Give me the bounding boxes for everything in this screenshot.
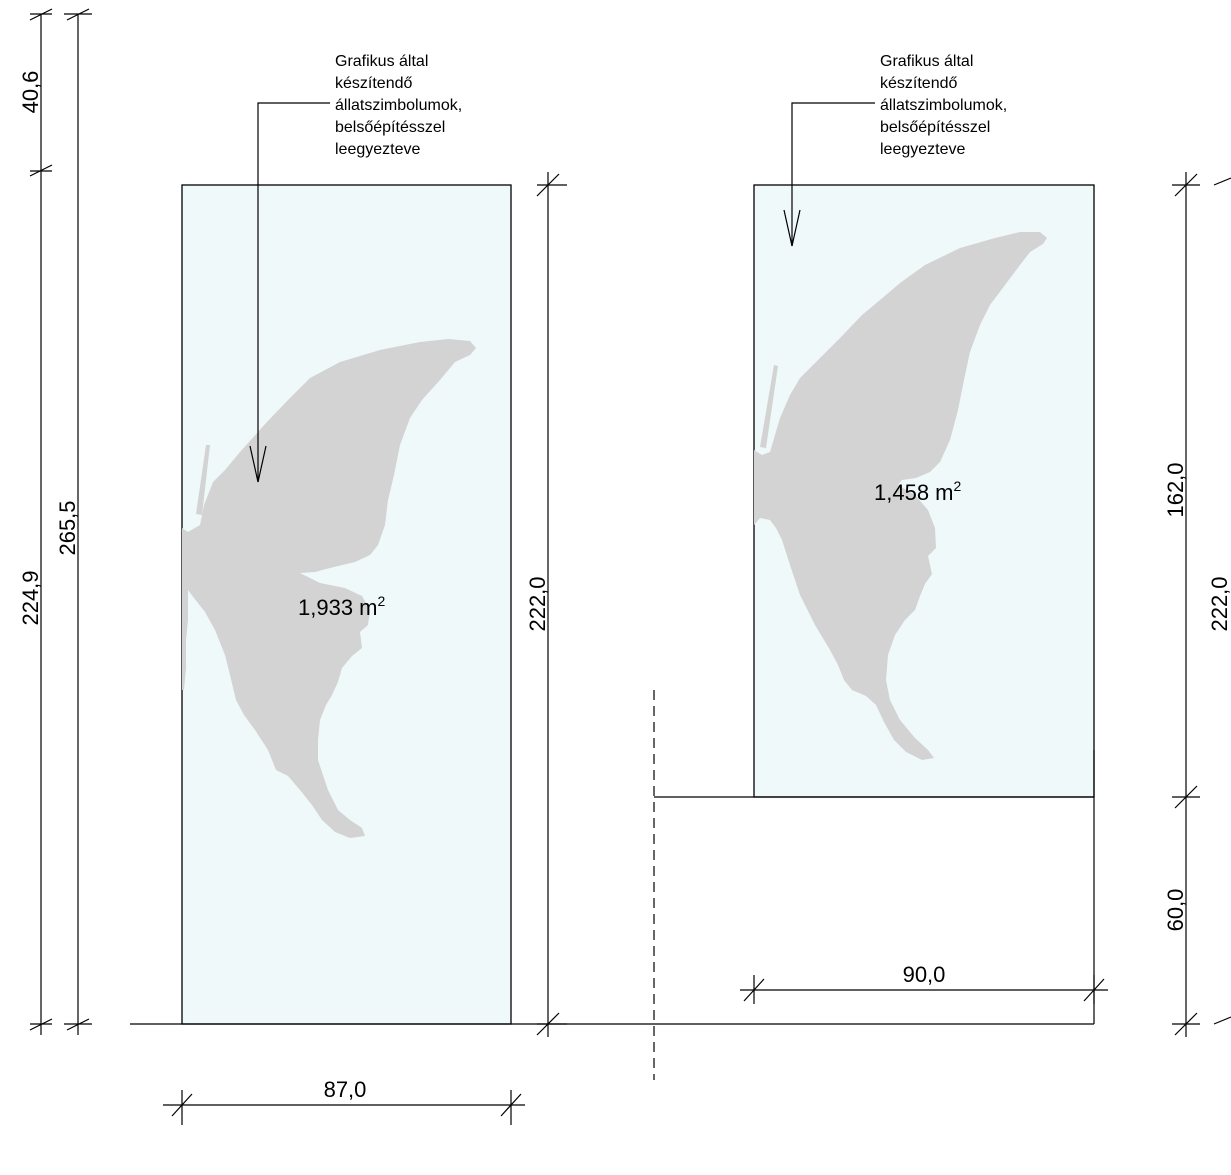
dimension-panel1-width: 87,0 xyxy=(163,1077,525,1125)
butterfly-antenna-right xyxy=(760,365,778,448)
dim-panel2-width: 90,0 xyxy=(903,962,946,987)
butterfly-silhouette-right xyxy=(754,232,1047,760)
note2-line3: állatszimbolumok, xyxy=(880,97,1007,114)
note2-line1: Grafikus által xyxy=(880,53,973,70)
dimension-chain-right: 162,0 60,0 222,0 xyxy=(1163,172,1231,1037)
dim-right-total: 222,0 xyxy=(1207,576,1231,631)
dim-panel1-width: 87,0 xyxy=(324,1077,367,1102)
dimension-panel2-width: 90,0 xyxy=(740,962,1108,1004)
dimension-panel1-height: 222,0 xyxy=(525,172,567,1037)
note1-line5: leegyezteve xyxy=(335,141,420,158)
glass-panel-left xyxy=(181,184,512,1025)
butterfly-silhouette-left xyxy=(182,339,476,838)
note1-line4: belsőépítésszel xyxy=(335,119,445,136)
dim-left-outer-bottom: 224,9 xyxy=(18,570,43,625)
note2-line2: készítendő xyxy=(880,75,957,92)
arrow-down-icon xyxy=(249,445,267,483)
dim-panel1-height: 222,0 xyxy=(525,576,550,631)
note1-line2: készítendő xyxy=(335,75,412,92)
arrow-down-icon xyxy=(783,209,801,247)
area-label-panel2: 1,458 m2 xyxy=(874,478,962,505)
leader-line-right xyxy=(791,102,875,246)
dim-left-total: 265,5 xyxy=(55,500,80,555)
note2-line4: belsőépítésszel xyxy=(880,119,990,136)
annotation-note-right: Grafikus által készítendő állatszimbolum… xyxy=(783,53,1007,247)
dim-right-upper: 162,0 xyxy=(1163,462,1188,517)
note1-line3: állatszimbolumok, xyxy=(335,97,462,114)
leader-line-left xyxy=(257,102,330,482)
glass-panel-right xyxy=(753,184,1095,798)
note2-line5: leegyezteve xyxy=(880,141,965,158)
area-label-panel1: 1,933 m2 xyxy=(298,593,386,620)
dimension-chain-left: 40,6 224,9 265,5 xyxy=(18,8,92,1035)
dim-right-lower: 60,0 xyxy=(1163,889,1188,932)
butterfly-antenna-left xyxy=(196,445,210,515)
note1-line1: Grafikus által xyxy=(335,53,428,70)
annotation-note-left: Grafikus által készítendő állatszimbolum… xyxy=(249,53,462,483)
dim-left-outer-top: 40,6 xyxy=(18,71,43,114)
